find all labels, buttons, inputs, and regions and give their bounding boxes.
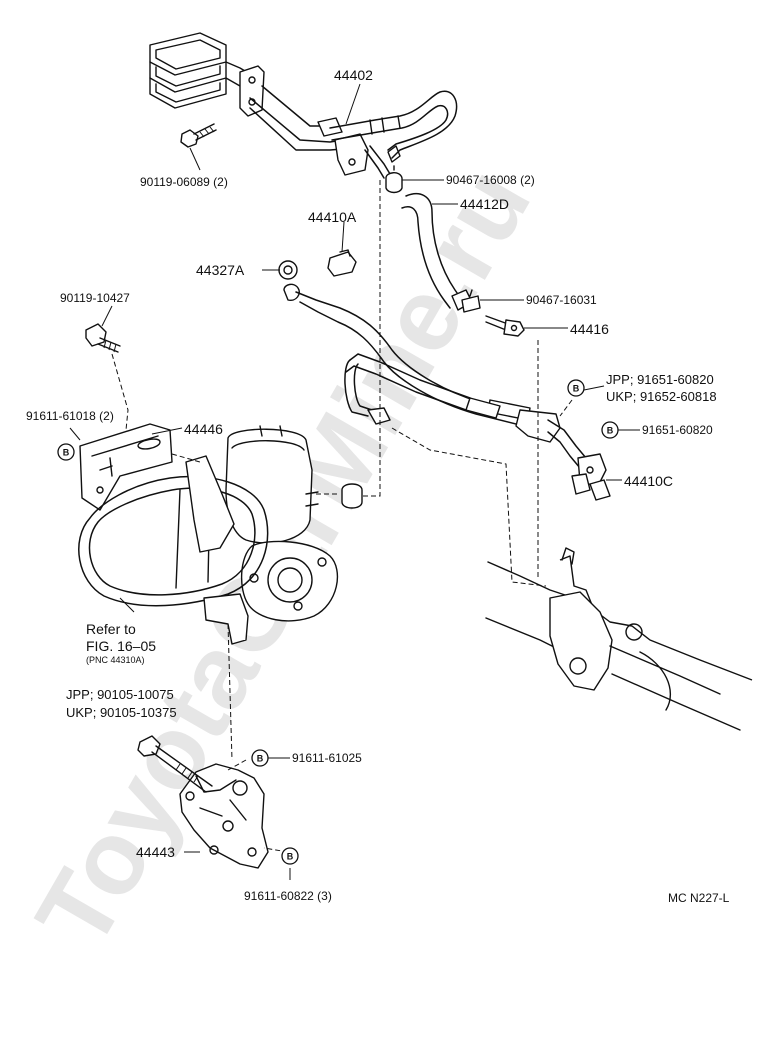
leader-lines xyxy=(111,180,573,853)
return-hose-44402 xyxy=(329,90,458,163)
bracket-44446 xyxy=(79,423,173,511)
svg-text:B: B xyxy=(287,852,294,862)
svg-text:B: B xyxy=(257,754,264,764)
bracket-44443 xyxy=(179,763,269,869)
cooler-pipes xyxy=(249,85,391,179)
bolt-90105 xyxy=(137,735,213,793)
label-90467-16008: 90467-16008 (2) xyxy=(446,173,535,187)
clip-90467-16008 xyxy=(385,165,403,194)
svg-text:B: B xyxy=(63,448,70,458)
label-90119-10427: 90119-10427 xyxy=(60,291,130,305)
label-refer-fig: FIG. 16–05 xyxy=(86,638,156,654)
bolt-90119-06089 xyxy=(180,123,217,148)
b-callout-61025: B xyxy=(251,749,269,767)
label-44443: 44443 xyxy=(136,844,175,860)
steering-gear xyxy=(485,547,753,731)
label-refer-pnc: (PNC 44310A) xyxy=(86,655,145,665)
bolt-44410A xyxy=(327,249,357,277)
b-callout-91651: B xyxy=(601,421,619,439)
label-91611-61025: 91611-61025 xyxy=(292,751,362,765)
label-91611-60822: 91611-60822 (3) xyxy=(244,889,332,903)
label-44446: 44446 xyxy=(184,421,223,437)
svg-text:B: B xyxy=(573,384,580,394)
gasket-44327A xyxy=(278,260,298,280)
label-ukp-91652: UKP; 91652-60818 xyxy=(606,389,717,404)
label-91651-60820: 91651-60820 xyxy=(642,423,713,437)
figure-code: MC N227-L xyxy=(668,891,730,905)
oil-cooler-coil xyxy=(149,32,265,117)
label-44416: 44416 xyxy=(570,321,609,337)
label-ukp-90105: UKP; 90105-10375 xyxy=(66,705,177,720)
bolt-90119-10427 xyxy=(85,323,121,353)
b-callout-jpp: B xyxy=(567,379,585,397)
pressure-hose-44410C xyxy=(283,283,611,501)
label-90119-06089: 90119-06089 (2) xyxy=(140,175,228,189)
b-callout-60822: B xyxy=(281,847,299,865)
svg-text:B: B xyxy=(607,426,614,436)
union-44416 xyxy=(485,315,525,337)
label-90467-16031: 90467-16031 xyxy=(526,293,597,307)
label-refer-to: Refer to xyxy=(86,621,136,637)
label-44402: 44402 xyxy=(334,67,373,83)
label-44412D: 44412D xyxy=(460,196,509,212)
label-leaders xyxy=(69,83,640,880)
label-44410A: 44410A xyxy=(308,209,357,225)
clip-90467-16031 xyxy=(461,289,481,313)
label-jpp-90105: JPP; 90105-10075 xyxy=(66,687,174,702)
label-44327A: 44327A xyxy=(196,262,245,278)
pump-lower-bracket xyxy=(185,455,249,645)
label-jpp-91651: JPP; 91651-60820 xyxy=(606,372,714,387)
b-callout-left: B xyxy=(57,443,75,461)
label-91611-61018: 91611-61018 (2) xyxy=(26,409,114,423)
label-44410C: 44410C xyxy=(624,473,673,489)
